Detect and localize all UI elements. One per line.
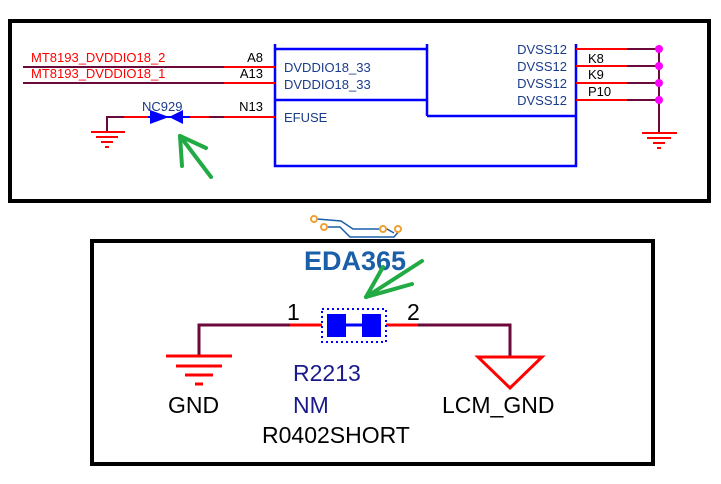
net-dvddio18-1: MT8193_DVDDIO18_1 A13 DVDDIO18_33 — [23, 66, 371, 92]
footprint-label: R0402SHORT — [262, 422, 410, 448]
pin-name: DVSS12 — [517, 93, 567, 108]
pin-number: K9 — [588, 67, 604, 82]
net-efuse: NC929 N13 EFUSE — [91, 99, 328, 148]
refdes-label: R2213 — [293, 360, 361, 386]
annotation-arrow-icon — [364, 259, 424, 299]
ground-icon — [166, 354, 232, 386]
pin-name: DVDDIO18_33 — [284, 60, 371, 75]
pin-number: A13 — [240, 66, 263, 81]
value-label: NM — [293, 392, 329, 418]
pin-name: DVDDIO18_33 — [284, 77, 371, 92]
top-frame — [8, 19, 711, 203]
pin-number: N13 — [239, 99, 263, 114]
dvss-pins: DVSS12 DVSS12 DVSS12 DVSS12 K8 K9 P10 — [517, 42, 677, 149]
gnd-net-label: GND — [168, 392, 219, 418]
net-dvddio18-2: MT8193_DVDDIO18_2 A8 DVDDIO18_33 — [23, 50, 371, 75]
lcm-ground-icon — [474, 355, 546, 391]
pin-name: DVSS12 — [517, 76, 567, 91]
net-label: MT8193_DVDDIO18_2 — [31, 50, 165, 65]
pin-number: P10 — [588, 84, 611, 99]
resistor-pad — [362, 314, 381, 337]
pin-name: EFUSE — [284, 110, 328, 125]
ground-icon — [642, 132, 677, 149]
logo-text: EDA365 — [304, 246, 406, 276]
ground-icon — [91, 131, 125, 148]
selection-box — [321, 308, 387, 343]
pin-name: DVSS12 — [517, 42, 567, 57]
eda365-logo: EDA365 — [304, 215, 406, 276]
pin-number: K8 — [588, 51, 604, 66]
pin1-label: 1 — [287, 299, 300, 325]
pin-number: A8 — [247, 50, 263, 65]
net-label: MT8193_DVDDIO18_1 — [31, 66, 165, 81]
pin2-label: 2 — [407, 299, 420, 325]
junction-dots — [655, 45, 663, 104]
resistor-pad — [327, 314, 346, 337]
annotation-arrow-icon — [178, 134, 213, 179]
resistor-r2213[interactable] — [197, 308, 512, 356]
component-label: NC929 — [142, 99, 182, 114]
lcm-gnd-net-label: LCM_GND — [442, 392, 554, 418]
diode-icon — [150, 110, 169, 124]
pin-name: DVSS12 — [517, 59, 567, 74]
bottom-frame — [90, 239, 655, 466]
ic-body — [273, 44, 578, 168]
